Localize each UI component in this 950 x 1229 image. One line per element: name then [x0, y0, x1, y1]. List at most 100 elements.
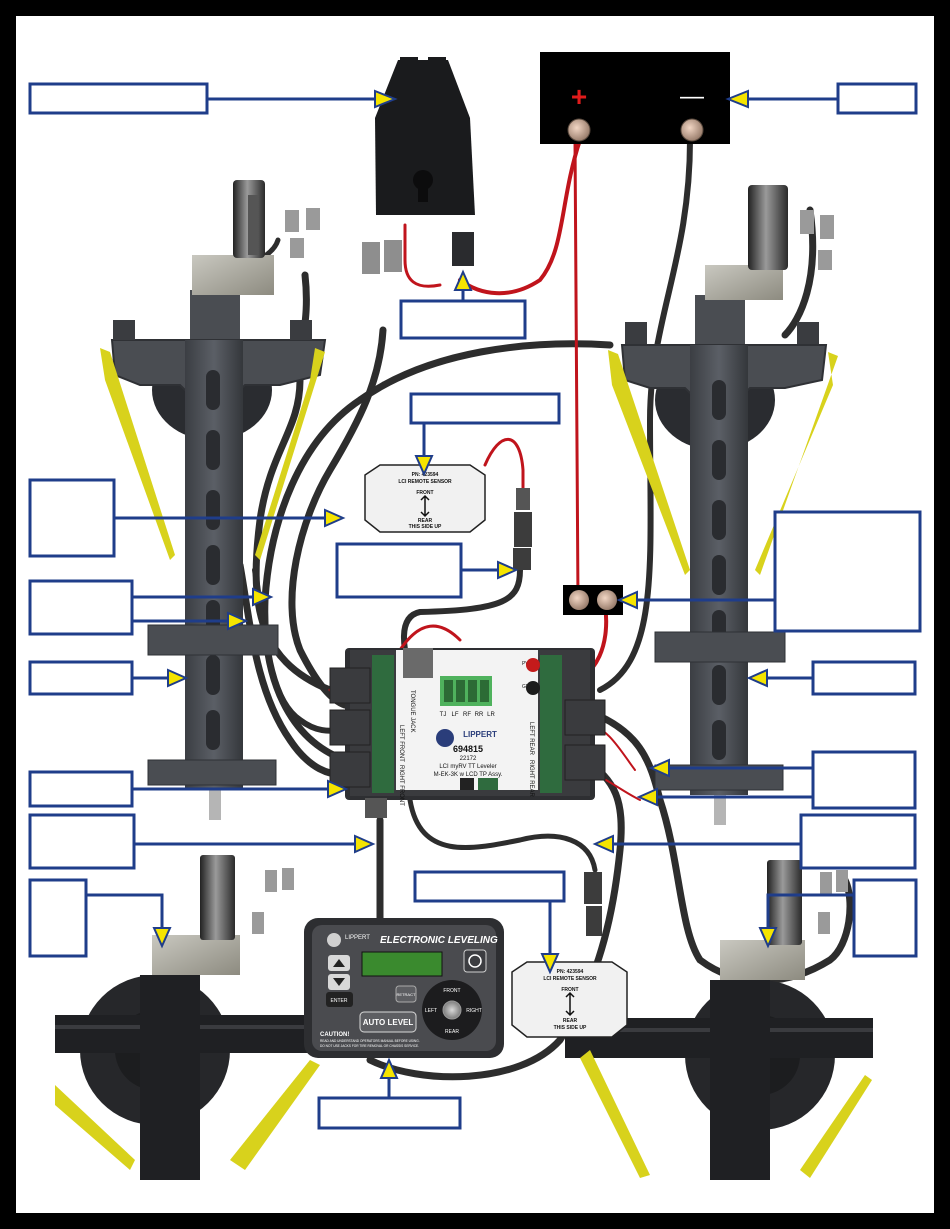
- callout-box-left-stabilizer: [28, 478, 116, 558]
- power-terminal-block: [563, 585, 623, 615]
- retract-button[interactable]: [395, 985, 417, 1003]
- caution-line-1: READ AND UNDERSTAND OPERATORS MANUAL BEF…: [320, 1039, 420, 1043]
- sensor-side-up-label: THIS SIDE UP: [409, 524, 442, 530]
- touchpad-title: ELECTRONIC LEVELING: [380, 935, 498, 946]
- port-label-right-front: RIGHT FRONT: [398, 765, 404, 806]
- arrowhead-icon: [592, 834, 614, 854]
- terminal-labels: TJ LF RF RR LR: [440, 712, 496, 718]
- arrowhead-icon: [354, 834, 376, 854]
- dpad-left-label: LEFT: [425, 1008, 437, 1014]
- positive-terminal: [567, 118, 591, 142]
- callout-box-rear-motor: [852, 878, 918, 958]
- remote-sensor-upper: PN: 423594 LCI REMOTE SENSOR FRONT REAR …: [364, 464, 532, 570]
- arrowhead-icon: [227, 611, 249, 631]
- callout-box-right-harness: [811, 750, 917, 810]
- arrowhead-icon: [648, 758, 670, 778]
- dpad-right-label: RIGHT: [466, 1008, 482, 1014]
- arrowhead-icon: [374, 89, 398, 109]
- dpad-front-label: FRONT: [443, 988, 460, 994]
- callout-box-right-jack: [811, 660, 917, 696]
- down-arrow-icon: [333, 978, 345, 986]
- caution-title: CAUTION!: [320, 1032, 349, 1038]
- right-rear-jack: [720, 860, 848, 980]
- arrowhead-icon: [252, 587, 274, 607]
- terminal-label-rr: RR: [475, 712, 484, 718]
- callout-box-touchpad: [317, 1096, 462, 1130]
- callout-leaders: [86, 97, 854, 1098]
- callout-box-remote-sensor: [409, 392, 561, 425]
- sensor-name: LCI REMOTE SENSOR: [398, 479, 452, 485]
- controller-assembly: M-EK-3K w LCD TP Assy.: [434, 772, 503, 778]
- up-arrow-icon: [333, 959, 345, 967]
- retract-label: RETRACT: [397, 992, 416, 997]
- arrowhead-icon: [379, 1057, 399, 1079]
- controller-brand: LIPPERT: [463, 730, 497, 739]
- touchpad-display: [361, 951, 443, 977]
- callout-box-fuse: [399, 299, 527, 340]
- controller-model-name: LCI myRV TT Leveler: [439, 764, 496, 770]
- controller-part-number: 694815: [453, 744, 483, 754]
- sensor-part-number: PN: 423594: [412, 472, 439, 478]
- leveling-controller: TJ LF RF RR LR TONGUE JACK LEFT FRONT RI…: [329, 648, 606, 818]
- terminal-label-lf: LF: [451, 712, 458, 718]
- arrowhead-icon: [758, 927, 778, 949]
- left-front-jack: [100, 180, 327, 820]
- arrowhead-icon: [497, 560, 519, 580]
- auto-level-button[interactable]: [359, 1011, 417, 1033]
- arrowhead-icon: [616, 590, 638, 610]
- sensor-rear-label: REAR: [563, 1018, 578, 1024]
- arrowhead-icon: [324, 508, 346, 528]
- arrowhead-icon: [327, 779, 349, 799]
- port-label-left-rear: LEFT REAR: [528, 722, 534, 756]
- power-button[interactable]: [463, 949, 487, 973]
- terminal-label-lr: LR: [487, 712, 495, 718]
- negative-terminal: [680, 118, 704, 142]
- arrowhead-icon: [725, 89, 749, 109]
- arrowhead-icon: [453, 269, 473, 291]
- battery: + —: [540, 52, 730, 144]
- callouts: [28, 82, 922, 1130]
- sensor-name: LCI REMOTE SENSOR: [543, 976, 597, 982]
- port-label-tongue-jack: TONGUE JACK: [409, 690, 415, 733]
- sensor-front-label: FRONT: [561, 987, 578, 993]
- remote-sensor-lower: PN: 423594 LCI REMOTE SENSOR FRONT REAR …: [511, 872, 628, 1038]
- callout-box-rear-sensor: [413, 870, 566, 903]
- touchpad-brand: LIPPERT: [345, 935, 370, 941]
- touchpad-panel: LIPPERT ELECTRONIC LEVELING ENTER RETRAC…: [304, 918, 504, 1058]
- enter-label: ENTER: [331, 998, 348, 1004]
- arrowhead-icon: [152, 927, 172, 949]
- callout-box-touchpad-top: [28, 82, 209, 115]
- auto-level-label: AUTO LEVEL: [363, 1018, 414, 1027]
- touchpad-housing: [362, 57, 475, 274]
- sensor-side-up-label: THIS SIDE UP: [554, 1025, 587, 1031]
- callout-box-sensor-cable: [799, 813, 917, 870]
- arrowhead-icon: [636, 787, 658, 807]
- sensor-front-label: FRONT: [416, 490, 433, 496]
- arrowhead-icon: [746, 668, 768, 688]
- direction-pad-center[interactable]: [442, 1000, 462, 1020]
- battery-positive-symbol: +: [571, 81, 587, 112]
- dpad-rear-label: REAR: [445, 1029, 459, 1035]
- terminal-label-rf: RF: [463, 712, 471, 718]
- callout-box-touchpad-cable: [28, 813, 136, 870]
- caution-line-2: DO NOT USE JACKS FOR TIRE REMOVAL OR CHA…: [320, 1044, 419, 1048]
- enter-button[interactable]: [326, 992, 353, 1007]
- left-rear-jack: [152, 855, 294, 975]
- power-icon: [468, 954, 482, 968]
- callout-box-left-front-harness: [28, 770, 134, 808]
- arrowhead-icon: [540, 953, 560, 975]
- arrowhead-icon: [167, 668, 189, 688]
- callout-box-battery-negative: [836, 82, 918, 115]
- lippert-logo: [327, 933, 341, 947]
- callout-box-left-jack-harness: [28, 579, 134, 636]
- callout-box-left-jack: [28, 660, 134, 696]
- callout-box-tongue-motor: [28, 878, 88, 958]
- terminal-label-tj: TJ: [440, 712, 447, 718]
- callout-arrowheads: [152, 89, 778, 1079]
- callout-box-connector: [335, 542, 463, 599]
- sensor-part-number: PN: 423594: [557, 969, 584, 975]
- lippert-logo: [436, 729, 454, 747]
- callout-box-power-terminals: [773, 510, 922, 633]
- port-label-left-front: LEFT FRONT: [398, 725, 404, 762]
- battery-negative-symbol: —: [680, 83, 704, 110]
